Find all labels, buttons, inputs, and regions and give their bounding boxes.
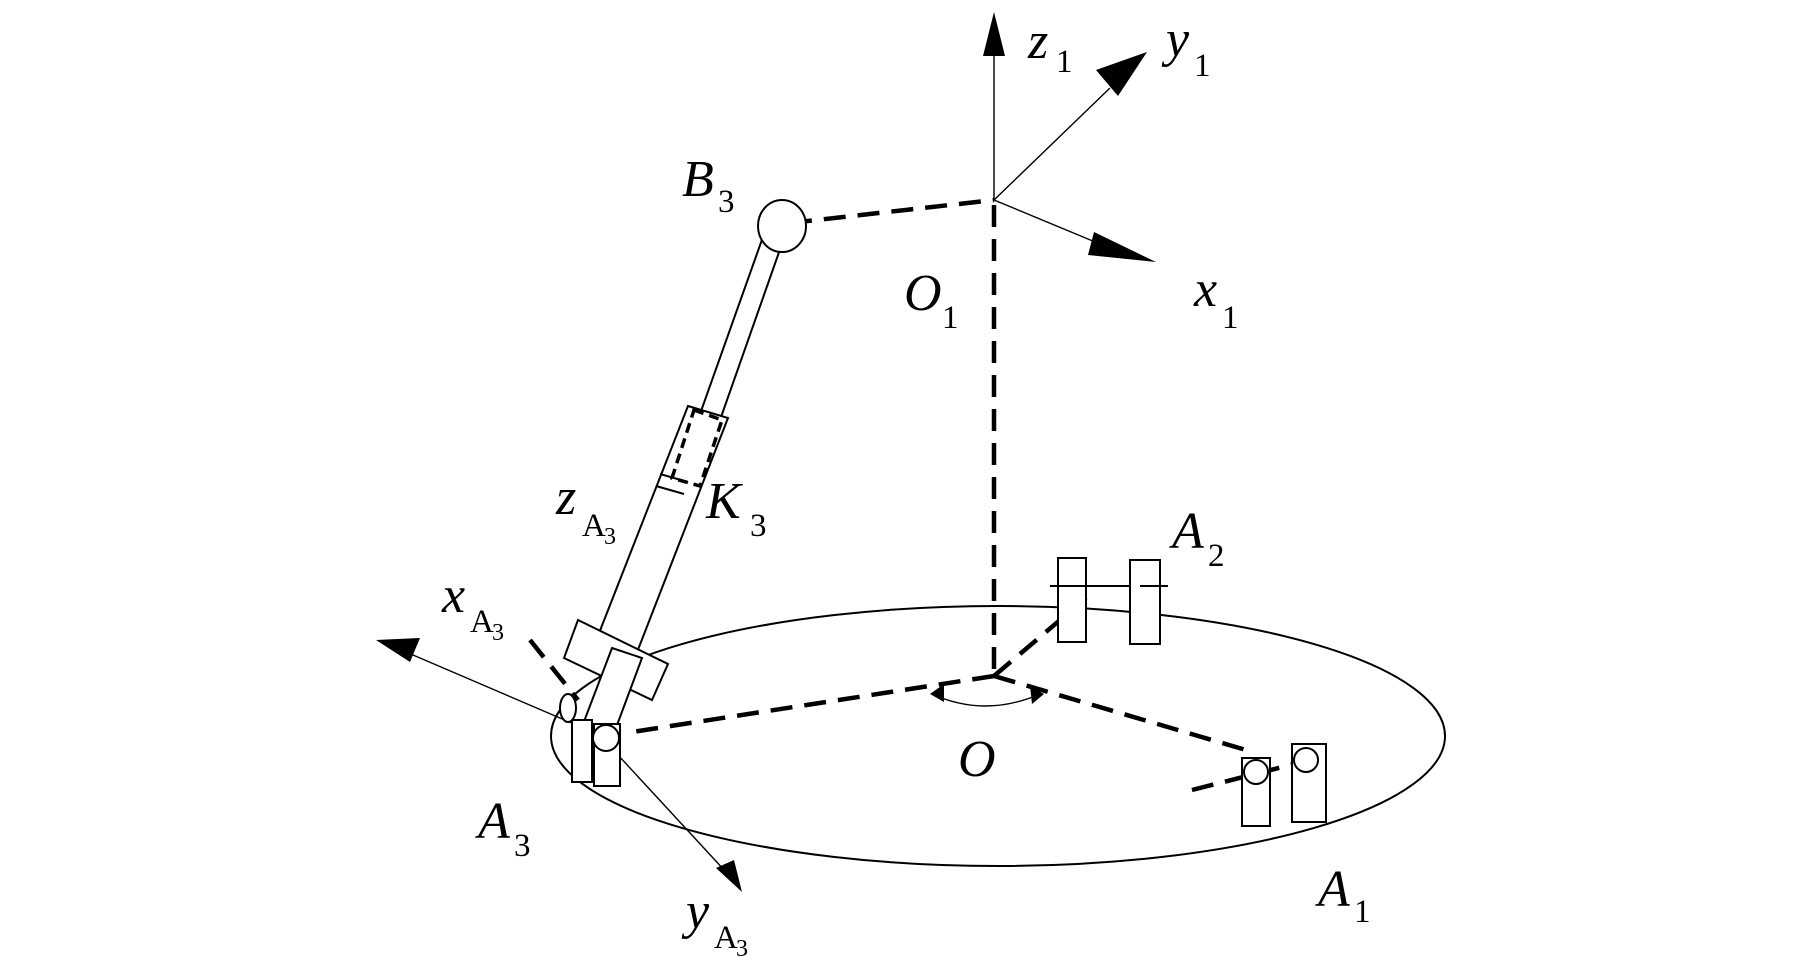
leg-3-strut: [559, 232, 786, 787]
svg-text:O: O: [958, 731, 996, 788]
a2-joint: [1050, 557, 1168, 645]
label-za3: z A 3: [555, 469, 616, 550]
label-xa3: x A 3: [441, 567, 504, 646]
label-o1: O 1: [904, 265, 959, 336]
o-to-a3-dashed-line: [631, 673, 995, 735]
b3-to-o1-dashed-line: [789, 197, 995, 226]
angle-arc-at-o: [931, 693, 1041, 707]
svg-text:A: A: [470, 604, 494, 640]
x1-axis-line: [993, 199, 1101, 245]
label-a3: A 3: [475, 793, 531, 864]
svg-text:z: z: [555, 469, 576, 526]
label-a1: A 1: [1315, 861, 1371, 930]
label-k3: K 3: [705, 473, 767, 544]
svg-text:1: 1: [1056, 44, 1073, 80]
angle-arrowhead-left: [930, 684, 944, 702]
label-b3: B 3: [682, 151, 735, 220]
svg-text:1: 1: [942, 300, 959, 336]
a1-joint: [1241, 743, 1327, 827]
svg-text:3: 3: [736, 936, 748, 961]
svg-text:x: x: [1193, 261, 1217, 318]
svg-text:B: B: [682, 151, 714, 208]
svg-text:3: 3: [604, 524, 616, 550]
z1-axis-arrowhead: [983, 12, 1005, 56]
svg-text:A: A: [475, 793, 510, 850]
svg-text:1: 1: [1222, 300, 1239, 336]
svg-text:3: 3: [750, 508, 767, 544]
angle-arrowhead-right: [1030, 686, 1044, 704]
label-z1: z 1: [1027, 13, 1073, 80]
svg-text:1: 1: [1194, 48, 1211, 84]
b3-ball-joint: [757, 199, 807, 253]
base-platform-ellipse: [550, 605, 1446, 867]
svg-text:y: y: [1161, 11, 1190, 68]
svg-text:O: O: [904, 265, 942, 322]
ya3-axis-line: [605, 741, 727, 873]
label-x1: x 1: [1193, 261, 1239, 336]
svg-text:A: A: [1315, 861, 1350, 918]
svg-text:z: z: [1027, 13, 1048, 70]
svg-text:3: 3: [514, 828, 531, 864]
xa3-axis-line: [405, 651, 589, 731]
xa3-dashed-line: [528, 638, 580, 702]
svg-text:A: A: [714, 920, 738, 956]
svg-text:A: A: [1169, 503, 1204, 560]
svg-text:3: 3: [718, 184, 735, 220]
label-y1: y 1: [1161, 11, 1211, 84]
x1-axis-arrowhead: [1088, 232, 1156, 262]
svg-text:A: A: [582, 508, 606, 544]
label-ya3: y A 3: [681, 883, 748, 961]
k3-joint-box: [669, 407, 725, 489]
svg-text:2: 2: [1208, 538, 1225, 574]
svg-text:K: K: [705, 473, 743, 530]
o-to-a2-dashed-line: [992, 596, 1088, 678]
svg-text:1: 1: [1354, 894, 1371, 930]
svg-text:3: 3: [492, 620, 504, 646]
svg-text:x: x: [441, 567, 465, 624]
xa3-axis-arrowhead: [376, 638, 420, 662]
svg-text:y: y: [681, 883, 710, 940]
o-to-a1-dashed-line: [993, 673, 1247, 753]
y1-axis-line: [993, 87, 1111, 201]
label-a2: A 2: [1169, 503, 1225, 574]
y1-axis-arrowhead: [1096, 52, 1147, 96]
label-o: O: [958, 731, 996, 788]
ya3-axis-arrowhead: [716, 860, 742, 892]
